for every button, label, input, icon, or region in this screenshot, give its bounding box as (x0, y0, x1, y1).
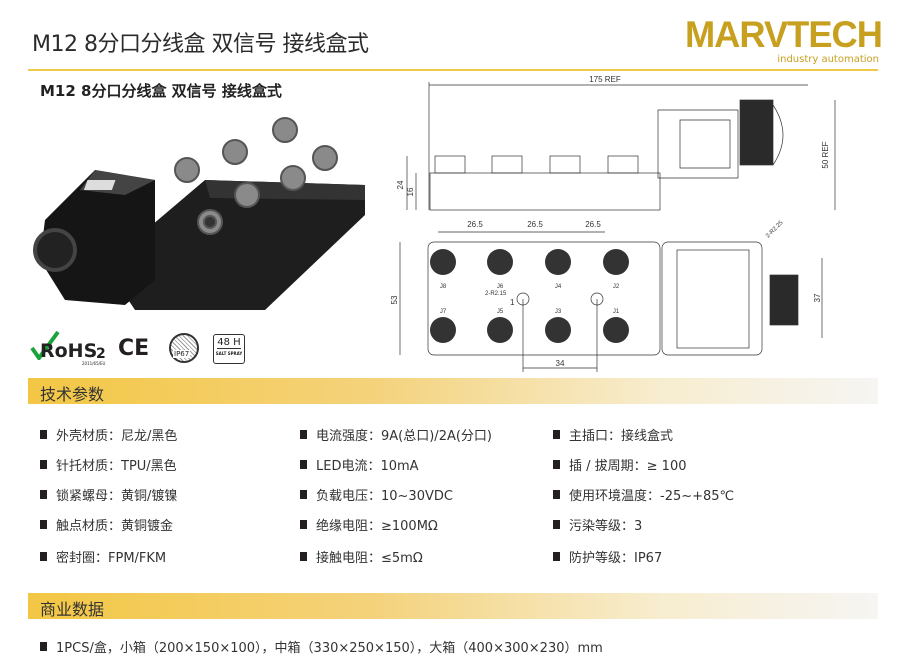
bullet-icon (40, 642, 47, 651)
dim-hole-radius: 2-R2.15 (485, 291, 507, 297)
rohs-badge: RoHS 2 2011/65/EU (30, 330, 110, 366)
dim-height: 50 REF (821, 141, 830, 168)
bullet-icon (40, 460, 47, 469)
dim-width: 53 (390, 295, 399, 304)
m12-ports-icon (174, 117, 338, 235)
port-label: J4 (555, 284, 562, 290)
product-subtitle: M12 8分口分线盒 双信号 接线盒式 (40, 82, 282, 100)
bullet-icon (300, 430, 307, 439)
brand-logo: MARVTECH industry automation (683, 14, 883, 65)
spec-item: 锁紧螺母：黄铜/镀镍 (40, 485, 177, 504)
port-label: J3 (555, 309, 562, 315)
bullet-icon (300, 552, 307, 561)
port-label: J8 (440, 284, 447, 290)
dim-hole-pitch: 34 (556, 359, 565, 368)
business-section-header: 商业数据 (28, 593, 878, 619)
page-title: M12 8分口分线盒 双信号 接线盒式 (32, 32, 369, 57)
port-label: J7 (440, 309, 447, 315)
side-connectors (434, 155, 639, 174)
salt-spray-badge: 48 H SALT SPRAY (213, 334, 245, 364)
dim-24: 24 (396, 180, 405, 189)
bullet-icon (40, 430, 47, 439)
spec-item: 主插口：接线盒式 (553, 425, 673, 444)
bullet-icon (553, 460, 560, 469)
spec-item: 负载电压：10~30VDC (300, 485, 453, 504)
ce-mark: CE (118, 336, 150, 361)
spec-item: LED电流：10mA (300, 455, 419, 474)
dim-gland: 37 (813, 293, 822, 302)
spec-item: 接触电阻：≤5mΩ (300, 547, 423, 566)
port-label: J6 (497, 284, 504, 290)
bullet-icon (553, 490, 560, 499)
spec-item: 插 / 拔周期：≥ 100 (553, 455, 686, 474)
spec-item: 绝缘电阻：≥100MΩ (300, 515, 438, 534)
spec-item: 电流强度：9A(总口)/2A(分口) (300, 425, 492, 444)
dim-length: 175 REF (589, 75, 621, 84)
spec-item: 针托材质：TPU/黑色 (40, 455, 177, 474)
port-label: J1 (613, 309, 620, 315)
tech-section-header: 技术参数 (28, 378, 878, 404)
ip67-badge: IP67 (169, 333, 199, 363)
port-label: J2 (613, 284, 620, 290)
bullet-icon (40, 552, 47, 561)
checkmark-icon (30, 330, 60, 360)
dim-16: 16 (406, 187, 415, 196)
spec-item: 使用环境温度：-25~+85℃ (553, 485, 734, 504)
dim-pitch: 26.5 (527, 220, 543, 229)
header-divider (28, 69, 878, 71)
dim-pitch: 26.5 (467, 220, 483, 229)
pin1-label: 1 (510, 298, 515, 307)
port-label: J5 (497, 309, 504, 315)
dim-mount-radius: 2-R2.25 (765, 220, 785, 240)
bullet-icon (553, 552, 560, 561)
spec-item: 密封圈：FPM/FKM (40, 547, 166, 566)
dim-pitch: 26.5 (585, 220, 601, 229)
spec-item: 外壳材质：尼龙/黑色 (40, 425, 177, 444)
logo-tagline: industry automation (777, 54, 879, 65)
dimension-drawing: 175 REF 50 REF 24 16 26.5 26.5 26.5 J8 J… (390, 75, 836, 372)
section-title: 技术参数 (40, 385, 105, 404)
bullet-icon (300, 460, 307, 469)
logo-brand: MARVTECH (684, 14, 883, 55)
bullet-icon (300, 520, 307, 529)
bullet-icon (553, 430, 560, 439)
spec-item: 防护等级：IP67 (553, 547, 662, 566)
bullet-icon (40, 520, 47, 529)
spec-item: 触点材质：黄铜镀金 (40, 515, 173, 534)
bullet-icon (40, 490, 47, 499)
spec-item: 污染等级：3 (553, 515, 642, 534)
packaging-info: 1PCS/盒，小箱（200×150×100），中箱（330×250×150），大… (40, 637, 603, 656)
bullet-icon (300, 490, 307, 499)
section-title: 商业数据 (40, 600, 105, 619)
product-image (33, 117, 365, 310)
bullet-icon (553, 520, 560, 529)
